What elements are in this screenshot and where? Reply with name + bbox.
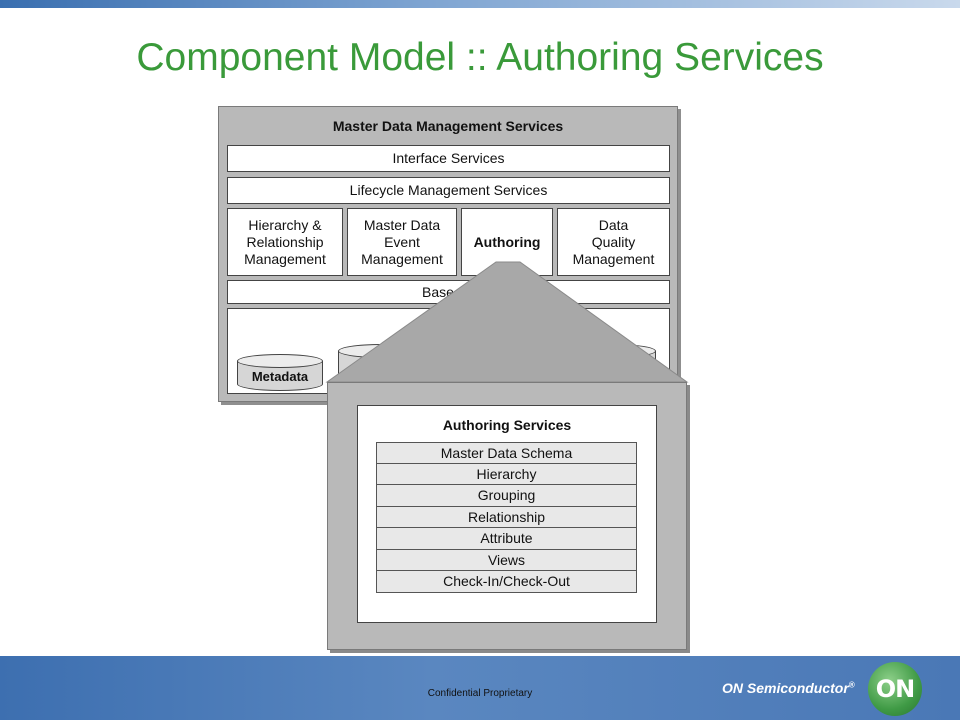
slide-title: Component Model :: Authoring Services (136, 36, 824, 79)
authoring-item: Relationship (376, 506, 637, 528)
data-quality-box: Data Quality Management (557, 208, 670, 276)
mdm-services-header: Master Data Management Services (332, 118, 564, 134)
footer-bar (0, 656, 960, 720)
brand-name: ON Semiconductor® (722, 680, 855, 696)
registered-mark: ® (848, 680, 855, 690)
metadata-label: Metadata (251, 369, 309, 384)
confidential-label: Confidential Proprietary (427, 688, 533, 699)
authoring-item: Grouping (376, 485, 637, 507)
authoring-services-header: Authoring Services (442, 417, 572, 433)
lifecycle-management-box: Lifecycle Management Services (227, 177, 670, 204)
metadata-cylinder: Metadata (237, 354, 323, 394)
authoring-item: Attribute (376, 528, 637, 550)
brand-text: ON Semiconductor (722, 680, 849, 696)
authoring-item: Master Data Schema (376, 442, 637, 464)
event-management-box: Master Data Event Management (347, 208, 457, 276)
authoring-item: Hierarchy (376, 463, 637, 485)
hierarchy-relationship-box: Hierarchy & Relationship Management (227, 208, 343, 276)
on-logo-icon: ON (868, 662, 922, 716)
authoring-item: Views (376, 549, 637, 571)
authoring-item: Check-In/Check-Out (376, 571, 637, 593)
interface-services-box: Interface Services (227, 145, 670, 172)
top-accent-bar (0, 0, 960, 8)
